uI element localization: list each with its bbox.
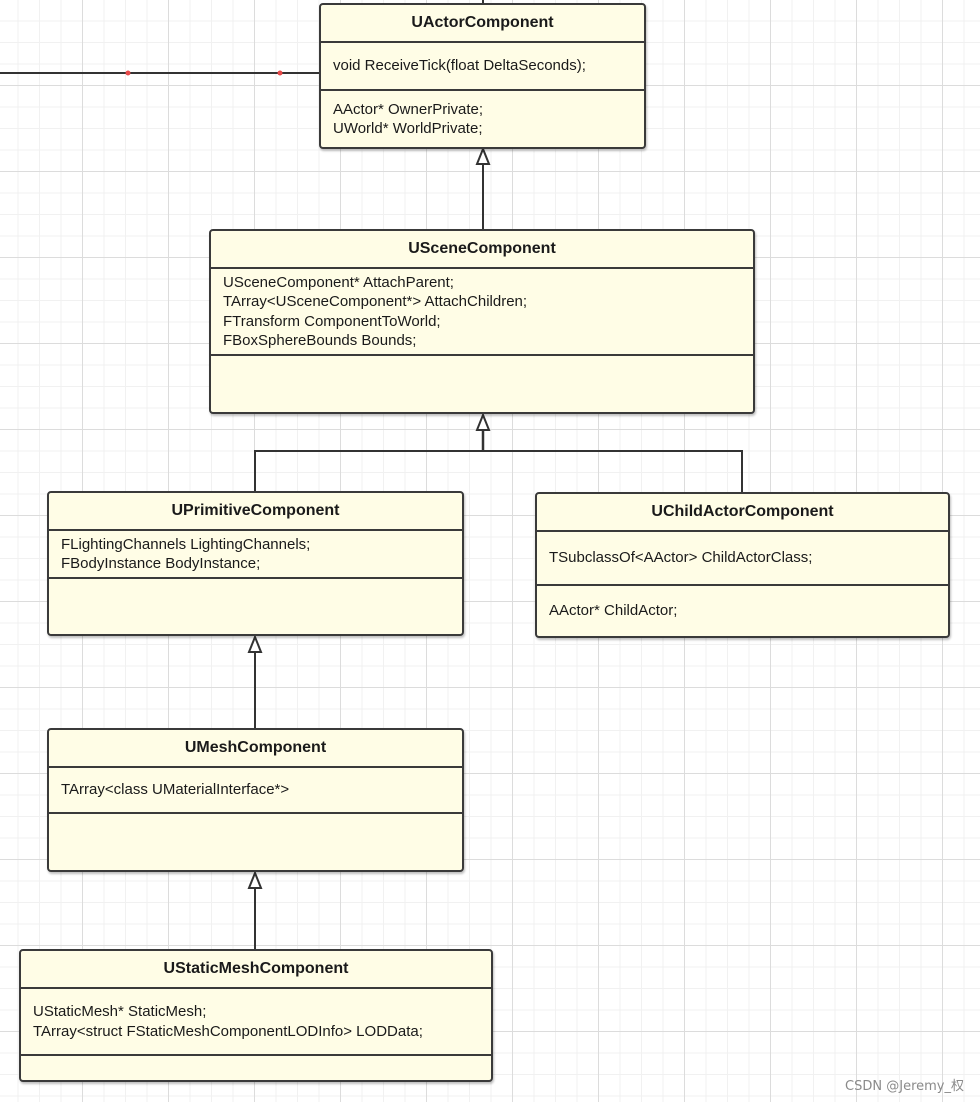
class-umeshcomponent[interactable]: UMeshComponent TArray<class UMaterialInt… — [47, 728, 464, 872]
attribute: UStaticMesh* StaticMesh; — [33, 1003, 207, 1020]
class-uprimitivecomponent[interactable]: UPrimitiveComponent FLightingChannels Li… — [47, 491, 464, 636]
attribute: FTransform ComponentToWorld; — [223, 312, 441, 330]
generalization-primitive-and-childactor-to-scene — [254, 412, 743, 492]
attributes-section: TSubclassOf<AActor> ChildActorClass; — [537, 532, 948, 586]
class-uchildactorcomponent[interactable]: UChildActorComponent TSubclassOf<AActor>… — [535, 492, 950, 638]
attributes-section: AActor* OwnerPrivate; UWorld* WorldPriva… — [321, 91, 644, 147]
generalization-scene-to-actor — [475, 146, 491, 229]
attribute: TArray<USceneComponent*> AttachChildren; — [223, 293, 528, 310]
class-ustaticmeshcomponent[interactable]: UStaticMeshComponent UStaticMesh* Static… — [19, 949, 493, 1082]
attribute: UWorld* WorldPrivate; — [333, 120, 483, 137]
class-name: UChildActorComponent — [537, 494, 948, 532]
methods-section — [211, 356, 753, 412]
class-name: UActorComponent — [321, 5, 644, 43]
attribute: USceneComponent* AttachParent; — [223, 273, 454, 291]
methods-section: void ReceiveTick(float DeltaSeconds); — [321, 43, 644, 91]
method: AActor* ChildActor; — [549, 602, 678, 620]
attribute: FBodyInstance BodyInstance; — [61, 555, 261, 572]
class-name: USceneComponent — [211, 231, 753, 269]
class-name: UMeshComponent — [49, 730, 462, 768]
methods-section — [49, 579, 462, 634]
class-name: UStaticMeshComponent — [21, 951, 491, 989]
attribute: FBoxSphereBounds Bounds; — [223, 332, 417, 349]
methods-section — [21, 1056, 491, 1080]
waypoint-marker — [277, 70, 283, 76]
attributes-section: TArray<class UMaterialInterface*> — [49, 768, 462, 814]
method: void ReceiveTick(float DeltaSeconds); — [333, 57, 586, 75]
waypoint-marker — [125, 70, 131, 76]
attributes-section: USceneComponent* AttachParent; TArray<US… — [211, 269, 753, 356]
attribute: FLightingChannels LightingChannels; — [61, 535, 311, 553]
methods-section: AActor* ChildActor; — [537, 586, 948, 636]
attribute: TArray<class UMaterialInterface*> — [61, 781, 290, 799]
generalization-staticmesh-to-mesh — [247, 870, 263, 949]
watermark: CSDN @Jeremy_权 — [845, 1079, 964, 1094]
attributes-section: FLightingChannels LightingChannels; FBod… — [49, 531, 462, 579]
generalization-mesh-to-primitive — [247, 634, 263, 728]
attribute: AActor* OwnerPrivate; — [333, 100, 484, 118]
attributes-section: UStaticMesh* StaticMesh; TArray<struct F… — [21, 989, 491, 1056]
attribute: TSubclassOf<AActor> ChildActorClass; — [549, 549, 813, 567]
class-uscenecomponent[interactable]: USceneComponent USceneComponent* AttachP… — [209, 229, 755, 414]
methods-section — [49, 814, 462, 870]
class-uactorcomponent[interactable]: UActorComponent void ReceiveTick(float D… — [319, 3, 646, 149]
class-name: UPrimitiveComponent — [49, 493, 462, 531]
attribute: TArray<struct FStaticMeshComponentLODInf… — [33, 1022, 423, 1040]
